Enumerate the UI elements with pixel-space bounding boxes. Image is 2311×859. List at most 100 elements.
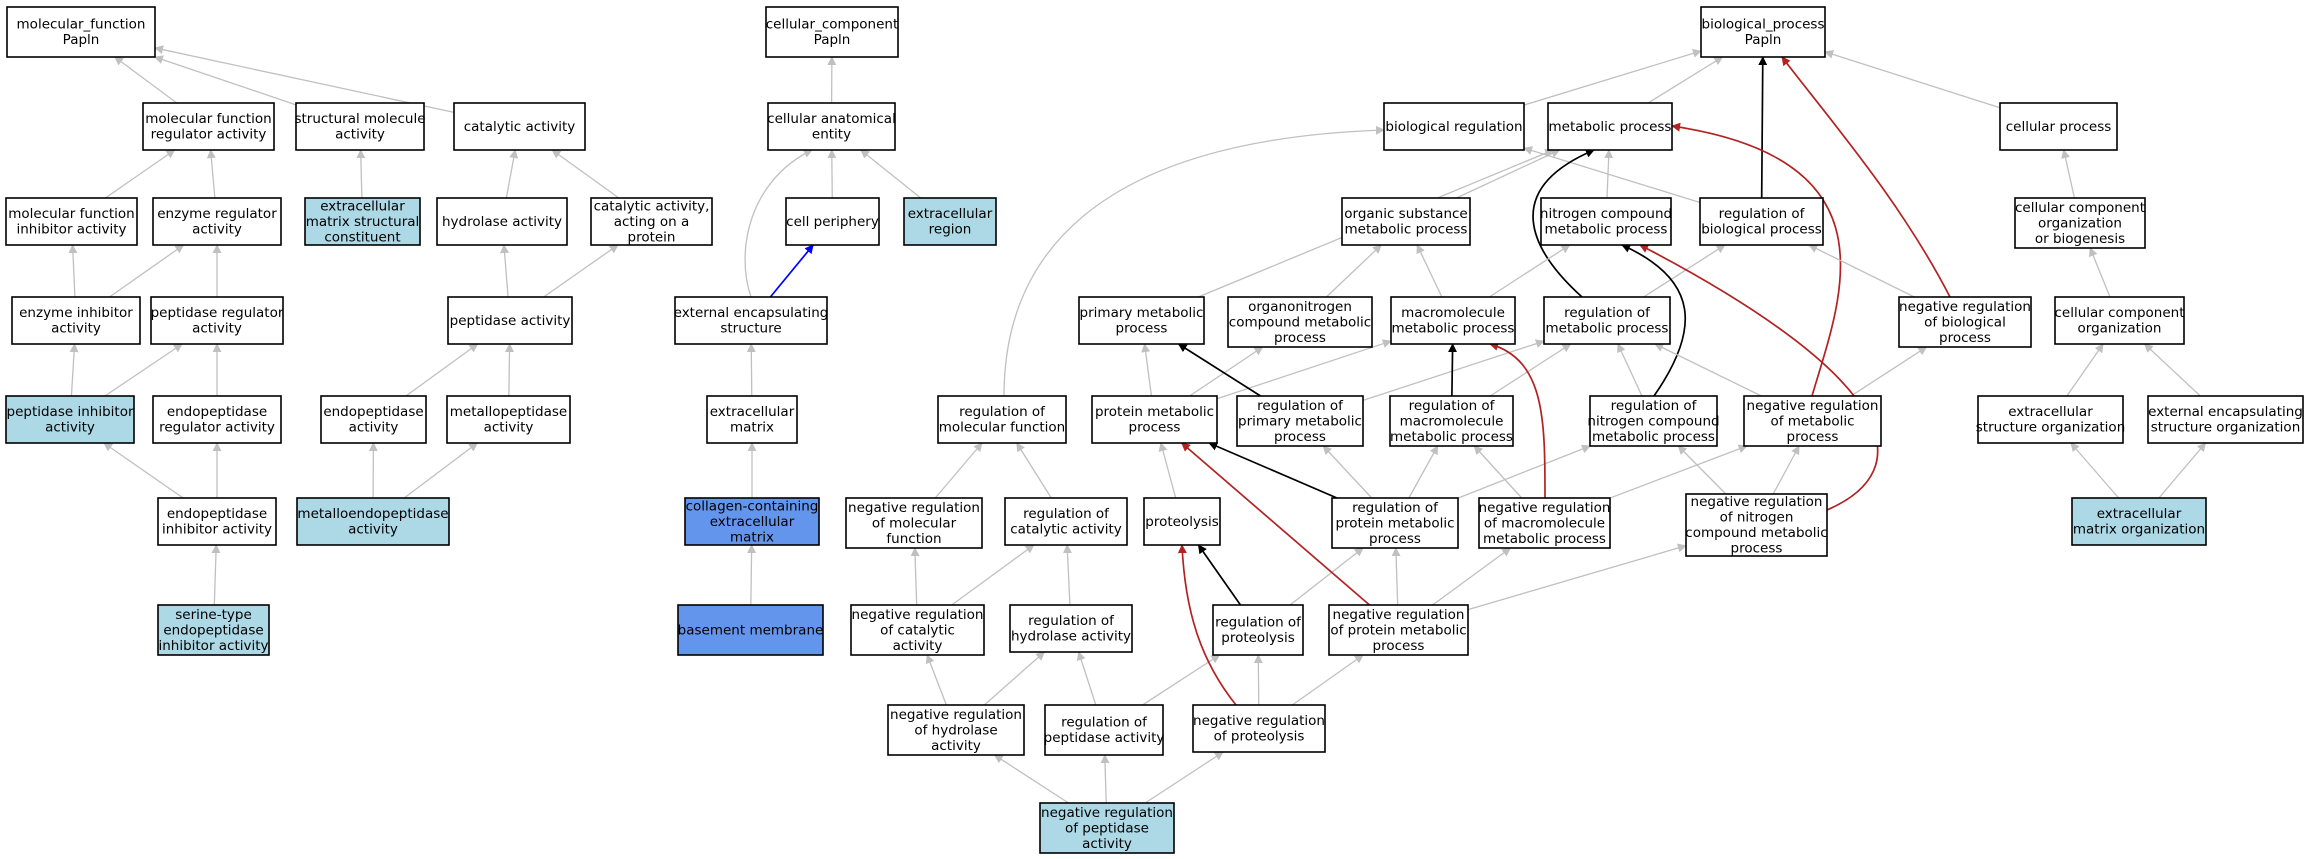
node-label: negative regulation bbox=[1333, 607, 1465, 623]
node-label: metabolic process bbox=[1592, 429, 1715, 445]
node-label: collagen-containing bbox=[686, 498, 819, 514]
node-label: Papln bbox=[63, 32, 100, 48]
edge-basement_membrane-to-collagen_ecm bbox=[747, 544, 757, 606]
edge-neg_reg_macro-to-reg_macro bbox=[1473, 445, 1523, 499]
node-label: biological process bbox=[1701, 222, 1822, 238]
node-box bbox=[453, 102, 586, 151]
edge-peptidase_inhibitor-to-enzyme_inhibitor bbox=[69, 343, 79, 397]
edge-enzyme_regulator-to-mf_regulator bbox=[206, 149, 216, 199]
node-label: structural molecule bbox=[294, 111, 425, 127]
node-box bbox=[1004, 497, 1128, 546]
node-label: molecular function bbox=[145, 111, 271, 127]
edge-neg_reg_protein_met-to-reg_protein_met bbox=[1391, 547, 1401, 606]
edge-peptidase_activity-to-catalytic_protein bbox=[543, 244, 619, 298]
node-label: regulation of bbox=[1028, 613, 1115, 629]
node-label: nitrogen compound bbox=[1540, 206, 1672, 222]
edge-neg_reg_nitrogen-to-reg_nitrogen bbox=[1677, 445, 1727, 495]
node-label: matrix structural bbox=[306, 214, 420, 230]
edge-reg_peptidase-to-reg_hydrolase bbox=[1076, 651, 1097, 706]
edge-neg_reg_met-to-neg_reg_bio bbox=[1850, 346, 1928, 397]
node-label: process bbox=[1731, 541, 1783, 557]
node-box bbox=[887, 704, 1025, 756]
node-label: cellular component bbox=[2015, 200, 2145, 216]
node-box bbox=[2147, 395, 2304, 444]
node-label: endopeptidase bbox=[323, 404, 423, 420]
node-label: process bbox=[1274, 429, 1326, 445]
edge-reg_protein_met-to-reg_nitrogen bbox=[1457, 444, 1591, 499]
node-label: activity bbox=[335, 127, 385, 143]
node-label: external encapsulating bbox=[674, 305, 829, 321]
edge-endopeptidase_activity-to-peptidase_activity bbox=[405, 343, 479, 397]
edge-reg_macro-to-macromolecule bbox=[1448, 343, 1458, 397]
node-box bbox=[2054, 296, 2185, 345]
node-label: structure organization bbox=[1976, 420, 2126, 436]
node-label: metabolic process bbox=[1390, 429, 1513, 445]
node-label: regulation of bbox=[1409, 398, 1496, 414]
node-box bbox=[785, 197, 880, 246]
node-label: structure bbox=[720, 321, 781, 337]
node-label: biological_process bbox=[1702, 17, 1825, 33]
node-label: of macromolecule bbox=[1484, 515, 1605, 531]
node-label: cellular anatomical bbox=[767, 111, 896, 127]
node-box bbox=[2014, 197, 2146, 249]
node-box bbox=[767, 102, 896, 151]
node-label: process bbox=[1787, 429, 1839, 445]
edge-mf_inhibitor-to-mf_regulator bbox=[105, 149, 176, 199]
edge-neg_reg_macro-to-macromolecule bbox=[1489, 341, 1546, 499]
node-proteolysis: proteolysis bbox=[1143, 497, 1221, 546]
edge-reg_nitrogen-to-nitrogen_comp bbox=[1621, 244, 1686, 397]
edge-metallopeptidase-to-peptidase_activity bbox=[505, 343, 515, 397]
node-box bbox=[447, 296, 573, 345]
node-cellular_process: cellular process bbox=[1999, 102, 2118, 151]
node-box bbox=[706, 395, 798, 444]
edge-extracellular_region-to-cell_anat bbox=[860, 149, 922, 199]
node-label: inhibitor activity bbox=[16, 222, 126, 238]
edge-reg_primary-to-primary_met bbox=[1177, 343, 1262, 397]
edge-reg_protein_met-to-protein_met bbox=[1208, 442, 1338, 499]
node-label: primary metabolic bbox=[1080, 305, 1204, 321]
edge-reg_met-to-reg_bio bbox=[1643, 244, 1726, 298]
edge-neg_reg_hydrolase-to-reg_hydrolase bbox=[983, 651, 1046, 706]
node-box bbox=[1383, 102, 1525, 151]
node-label: metallopeptidase bbox=[450, 404, 567, 420]
node-label: regulation of bbox=[1257, 398, 1344, 414]
edge-peptidase_activity-to-hydrolase bbox=[500, 244, 510, 298]
node-label: region bbox=[929, 222, 972, 238]
edge-neg_reg_met-to-reg_met bbox=[1654, 343, 1762, 397]
edge-reg_macro-to-reg_met bbox=[1489, 343, 1572, 397]
node-label: metabolic process bbox=[1345, 222, 1468, 238]
node-label: molecular function bbox=[939, 420, 1065, 436]
node-label: activity bbox=[192, 222, 242, 238]
node-basement_membrane: basement membrane bbox=[677, 604, 824, 656]
edge-bio_reg-to-bp_root bbox=[1523, 49, 1702, 106]
node-box bbox=[436, 197, 568, 246]
node-label: metalloendopeptidase bbox=[297, 506, 448, 522]
edge-neg_reg_hydrolase-to-neg_reg_catalytic bbox=[925, 654, 947, 706]
node-label: extracellular bbox=[908, 206, 993, 222]
node-label: regulation of bbox=[1061, 715, 1148, 731]
node-label: extracellular bbox=[710, 404, 795, 420]
node-label: activity bbox=[893, 638, 943, 654]
node-label: external encapsulating bbox=[2148, 404, 2303, 420]
node-box bbox=[157, 497, 277, 546]
node-hydrolase: hydrolase activity bbox=[436, 197, 568, 246]
edge-endopeptidase_inhibitor-to-peptidase_inhibitor bbox=[103, 442, 184, 499]
edge-serine_inhibitor-to-endopeptidase_inhibitor bbox=[211, 544, 221, 606]
node-label: entity bbox=[812, 127, 851, 143]
node-box bbox=[845, 497, 983, 549]
node-label: nitrogen compound bbox=[1587, 413, 1719, 429]
node-catalytic: catalytic activity bbox=[453, 102, 586, 151]
